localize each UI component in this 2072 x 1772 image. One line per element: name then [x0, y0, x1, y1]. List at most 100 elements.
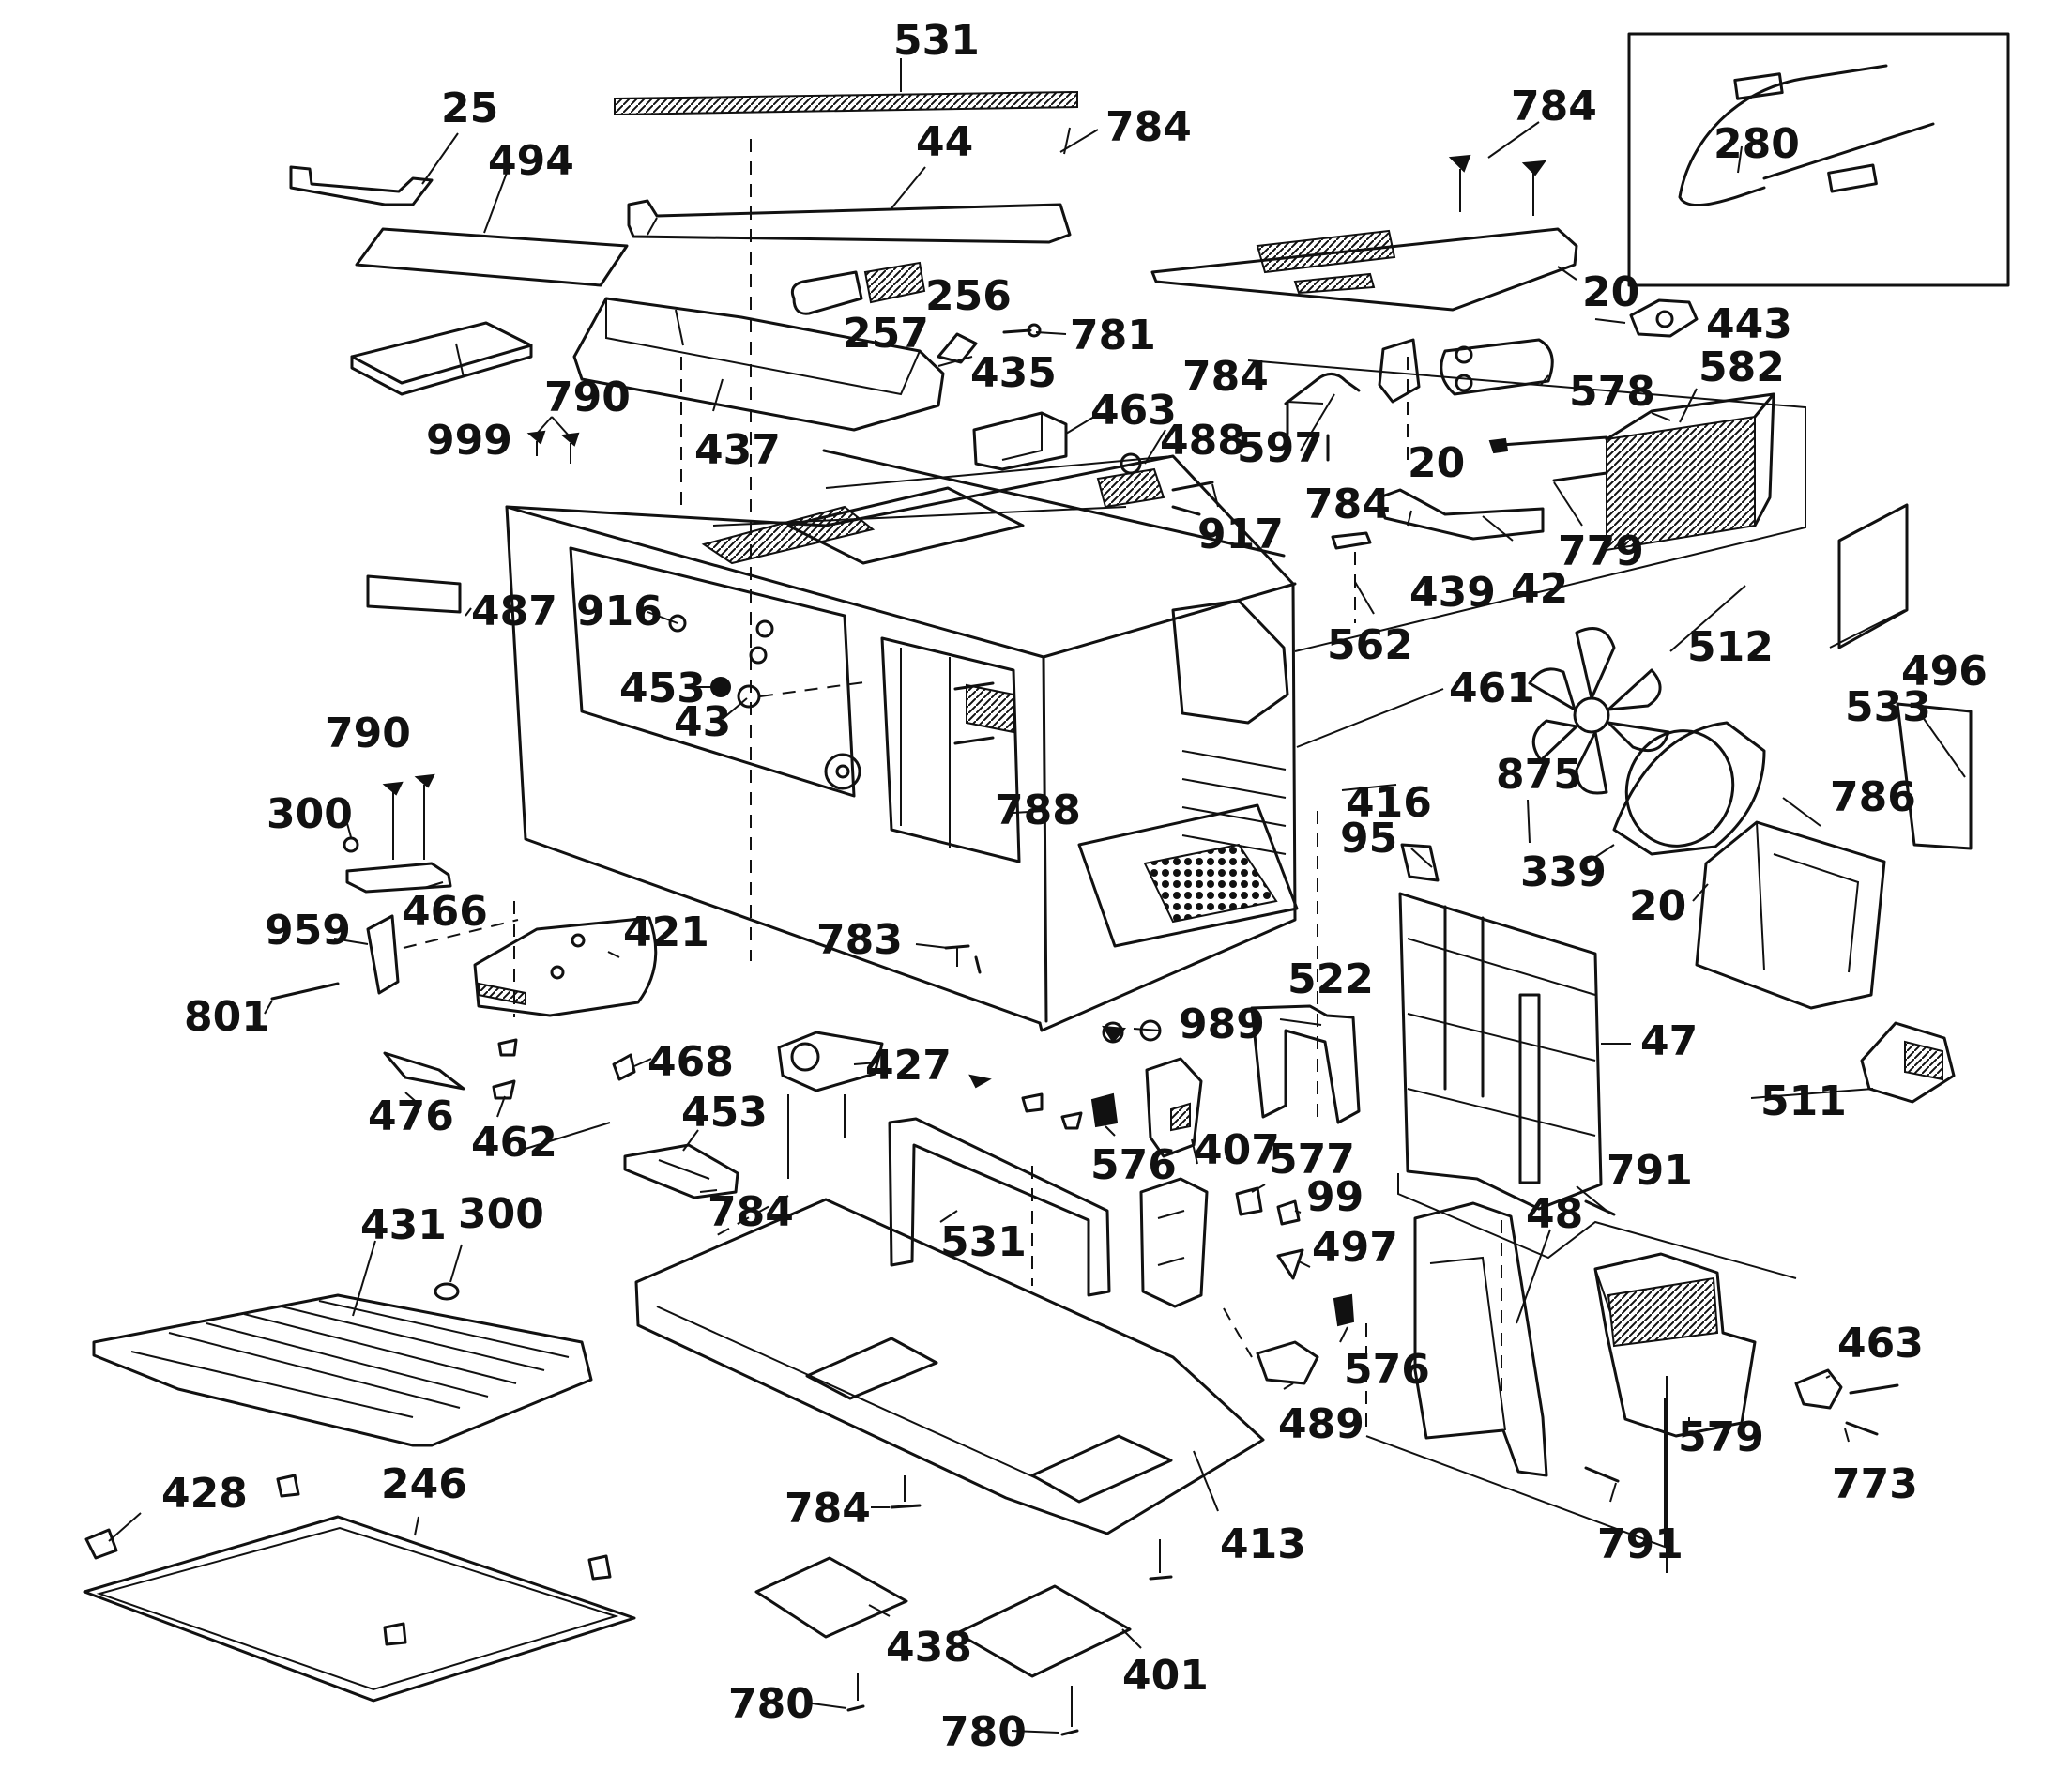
bracket-25 — [289, 165, 434, 206]
part-label: 773 — [1832, 1460, 1918, 1508]
part-label: 959 — [265, 907, 351, 955]
part-label: 917 — [1197, 511, 1284, 558]
part-label: 578 — [1569, 368, 1655, 416]
part-label: 437 — [694, 426, 781, 474]
part-label: 428 — [161, 1470, 248, 1518]
shield-438 — [754, 1556, 908, 1639]
part-label: 783 — [816, 916, 903, 964]
screws-790-top — [526, 430, 580, 464]
part-label: 438 — [886, 1624, 972, 1672]
part-label: 416 — [1346, 779, 1432, 827]
part-label: 784 — [1182, 353, 1269, 401]
part-label: 494 — [488, 137, 574, 185]
oven-rack-431 — [92, 1293, 593, 1447]
part-label: 339 — [1520, 848, 1607, 896]
part-label: 576 — [1090, 1141, 1177, 1189]
bracket-533 — [1896, 702, 1973, 850]
clip-435 — [937, 332, 978, 364]
latch-bracket — [1139, 1177, 1209, 1308]
lever-489 — [1256, 1340, 1319, 1385]
sheet-487 — [366, 574, 462, 614]
part-label: 431 — [360, 1201, 447, 1249]
fan-shroud-339 — [1612, 721, 1766, 856]
screws-790-left — [382, 773, 435, 860]
grommet-300-bottom — [434, 1282, 460, 1301]
screw-783 — [944, 944, 982, 974]
part-label: 463 — [1090, 387, 1177, 435]
part-label: 781 — [1070, 312, 1156, 359]
part-label: 463 — [1837, 1320, 1924, 1367]
part-label: 468 — [648, 1038, 734, 1086]
part-label: 784 — [785, 1485, 871, 1533]
bracket-959 — [366, 914, 519, 995]
washer-43 — [737, 680, 872, 709]
part-label: 780 — [728, 1680, 815, 1728]
part-label: 20 — [1408, 439, 1465, 487]
fan-motor-511 — [1860, 1021, 1956, 1104]
part-label: 427 — [865, 1042, 952, 1090]
panel-496 — [1837, 503, 1909, 649]
gasket-443 — [1629, 298, 1699, 338]
choke-522 — [1250, 1004, 1361, 1124]
part-label: 42 — [1511, 565, 1568, 613]
base-pan-413 — [634, 1198, 1265, 1535]
part-label: 531 — [940, 1218, 1027, 1266]
part-label: 531 — [893, 17, 980, 65]
oven-cavity — [505, 449, 1299, 1032]
screw-801 — [270, 982, 340, 1001]
dashed-guides — [513, 139, 1797, 1573]
part-label: 95 — [1340, 815, 1397, 863]
screw-784-base — [890, 1475, 1173, 1581]
part-label: 413 — [1220, 1520, 1306, 1568]
fan-512 — [1528, 627, 1670, 795]
part-label: 801 — [184, 993, 270, 1041]
part-label: 462 — [471, 1119, 557, 1167]
part-label: 779 — [1558, 527, 1644, 575]
part-label: 784 — [1304, 481, 1391, 528]
temp-probe-280 — [1678, 64, 1935, 206]
part-label: 512 — [1687, 623, 1774, 671]
part-label: 20 — [1629, 882, 1686, 930]
sheet-494 — [355, 227, 629, 287]
lamp-socket-256 — [863, 261, 926, 304]
magnetron-duct-47 — [1398, 892, 1603, 1211]
part-label: 577 — [1269, 1136, 1355, 1184]
leader-lines — [108, 58, 1966, 1734]
part-label: 511 — [1760, 1077, 1847, 1125]
part-label: 497 — [1312, 1224, 1398, 1272]
part-label: 582 — [1699, 344, 1785, 391]
screw-784-left — [1286, 400, 1330, 462]
strip-476 — [383, 1051, 465, 1091]
part-label: 246 — [381, 1460, 467, 1508]
part-label: 790 — [544, 374, 631, 421]
part-label: 453 — [681, 1089, 768, 1137]
part-label: 461 — [1449, 664, 1535, 712]
part-label: 579 — [1678, 1413, 1764, 1461]
screws-779 — [1488, 435, 1608, 482]
part-label: 999 — [426, 417, 512, 465]
plate-453 — [623, 1143, 739, 1199]
part-label: 280 — [1714, 120, 1800, 168]
bracket-95 — [1400, 843, 1440, 882]
part-label: 257 — [843, 310, 929, 358]
part-label: 476 — [368, 1092, 454, 1140]
probe-box — [1627, 32, 2010, 287]
part-label: 496 — [1901, 648, 1988, 695]
part-label: 489 — [1278, 1400, 1364, 1448]
diode-597 — [1284, 373, 1361, 405]
part-label: 989 — [1179, 1001, 1265, 1048]
part-label: 453 — [619, 664, 706, 712]
screw-781 — [1002, 323, 1042, 338]
glass-tray-246 — [83, 1515, 636, 1703]
part-label: 784 — [708, 1188, 794, 1236]
part-label: 300 — [267, 790, 353, 838]
part-label: 487 — [471, 588, 557, 635]
part-labels: 531 25 494 44 784 784 280 256 257 20 443… — [161, 17, 1988, 1756]
screw-780-a — [846, 1673, 865, 1712]
part-label: 522 — [1287, 955, 1374, 1003]
part-label: 25 — [441, 84, 498, 132]
switch-576-bottom — [1333, 1293, 1355, 1327]
screws-784-top — [1448, 154, 1547, 216]
guide-48 — [1413, 1201, 1548, 1477]
motor-427 — [777, 1031, 884, 1179]
